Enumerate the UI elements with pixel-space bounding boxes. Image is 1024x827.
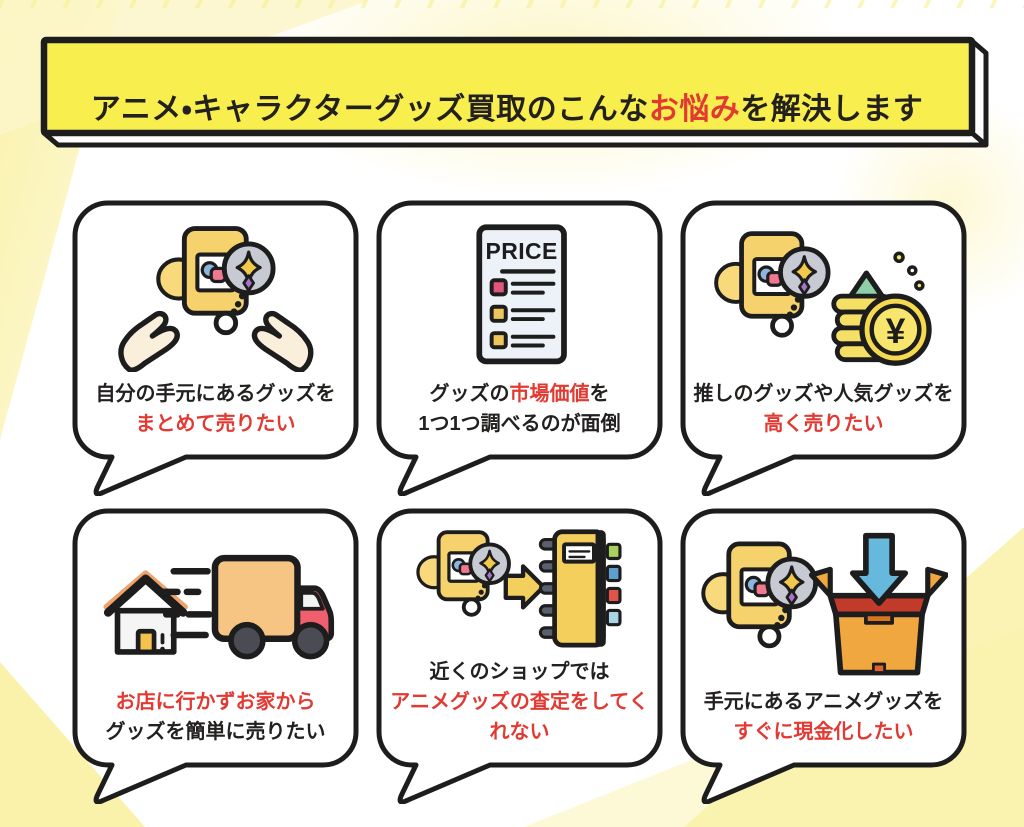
right-arrow-icon xyxy=(503,563,547,609)
sparkle-icon xyxy=(893,251,925,291)
card-text-line: お店に行かずお家から xyxy=(115,691,316,713)
speed-lines-icon xyxy=(156,567,213,638)
card-text-line: 手元にあるアニメグッズを xyxy=(703,691,944,713)
pain-points-grid: 自分の手元にあるグッズを まとめて売りたい PRICE xyxy=(72,200,967,804)
card-text: 手元にあるアニメグッズを すぐに現金化したい xyxy=(704,687,944,747)
card-sell-high: ¥ 推しのグッズや人気グッズを 高く売りたい xyxy=(680,200,967,496)
title-segment: を解決します xyxy=(740,92,924,126)
card-quick-cash: 手元にあるアニメグッズを すぐに現金化したい xyxy=(680,508,967,804)
card-market-value: PRICE グッズの市場価値を 1つ1つ調べるのが面倒 xyxy=(376,200,663,496)
goods-icon xyxy=(158,228,273,332)
hands-holding-goods-icon xyxy=(117,222,314,372)
card-no-local-appraisal: 近くのショップでは アニメグッズの査定をしてく れない xyxy=(376,508,663,804)
title-segment: アニメ・キャラクターグッズ買取のこんな xyxy=(90,92,649,126)
price-list-icon: PRICE xyxy=(476,223,567,364)
card-text: お店に行かずお家から グッズを簡単に売りたい xyxy=(106,687,326,747)
card-text-line: 推しのグッズや人気グッズを xyxy=(693,383,954,405)
card-text-line: 1つ1つ調べるのが面倒 xyxy=(418,413,621,435)
card-text-line: 近くのショップでは xyxy=(429,661,610,683)
house-truck-icon xyxy=(103,554,334,659)
left-hand-icon xyxy=(117,310,180,372)
bg-pattern-top-edge xyxy=(0,0,1024,8)
card-bulk-sell: 自分の手元にあるグッズを まとめて売りたい xyxy=(72,200,359,496)
card-text: 近くのショップでは アニメグッズの査定をしてく れない xyxy=(390,657,648,747)
card-text-line: グッズを簡単に売りたい xyxy=(105,721,326,743)
card-text-line: 自分の手元にあるグッズを xyxy=(95,383,336,405)
truck-icon xyxy=(156,554,334,659)
banner: アニメ・キャラクターグッズ買取のこんなお悩みを解決します xyxy=(40,36,990,150)
goods-icon xyxy=(703,543,815,645)
card-text-line: まとめて売りたい xyxy=(135,413,296,435)
box-icon xyxy=(808,532,949,675)
page-title: アニメ・キャラクターグッズ買取のこんなお悩みを解決します xyxy=(40,56,974,155)
goods-to-notebook-icon xyxy=(416,528,622,647)
card-text-line: 高く売りたい xyxy=(763,413,884,435)
card-text: 推しのグッズや人気グッズを 高く売りたい xyxy=(694,379,954,439)
card-text-line: グッズの市場価値を xyxy=(429,383,610,405)
notebook-icon xyxy=(539,528,622,647)
svg-text:¥: ¥ xyxy=(886,311,906,350)
card-text-line: すぐに現金化したい xyxy=(733,721,914,743)
goods-icon xyxy=(716,233,828,335)
card-text: 自分の手元にあるグッズを まとめて売りたい xyxy=(96,379,336,439)
yen-coin-icon: ¥ xyxy=(859,292,933,366)
coins-rise-icon: ¥ xyxy=(712,222,933,366)
card-text: グッズの市場価値を 1つ1つ調べるのが面倒 xyxy=(418,379,620,439)
house-icon xyxy=(103,569,188,655)
goods-icon xyxy=(416,529,512,617)
right-hand-icon xyxy=(251,310,314,372)
card-text-line: れない xyxy=(489,721,550,743)
title-segment-highlight: お悩み xyxy=(648,92,741,126)
card-sell-from-home: お店に行かずお家から グッズを簡単に売りたい xyxy=(72,508,359,804)
svg-text:PRICE: PRICE xyxy=(485,238,557,264)
box-cash-in-icon xyxy=(699,532,949,675)
card-text-line: アニメグッズの査定をしてく xyxy=(390,691,649,713)
